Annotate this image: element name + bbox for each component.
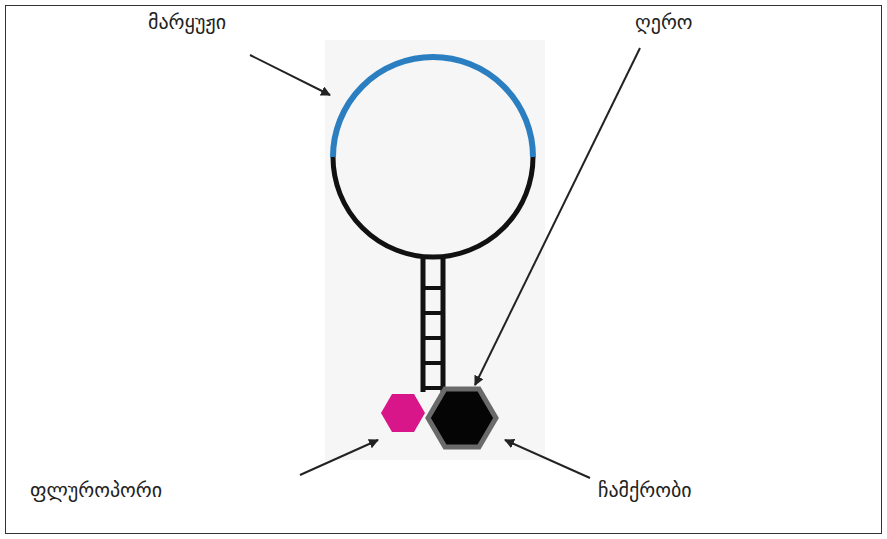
panel-ground xyxy=(325,40,545,460)
leader-arrow xyxy=(300,440,378,475)
part-label: ფლუროპორი xyxy=(30,478,162,502)
loop-lower xyxy=(333,157,533,257)
quencher-hexagon xyxy=(428,389,496,447)
leader-arrow xyxy=(250,55,330,95)
part-label: მარყუჟი xyxy=(148,10,226,34)
loop-upper xyxy=(333,57,533,157)
frame xyxy=(6,6,882,534)
stem-strand xyxy=(421,255,426,392)
fluorophore-hexagon xyxy=(381,394,425,432)
leader-arrow xyxy=(505,440,590,478)
part-label: ჩამქრობი xyxy=(598,478,692,502)
part-label: ღერო xyxy=(635,10,693,34)
stem-strand xyxy=(441,255,446,392)
leader-arrow xyxy=(475,48,640,385)
stem-rungs xyxy=(423,288,443,388)
